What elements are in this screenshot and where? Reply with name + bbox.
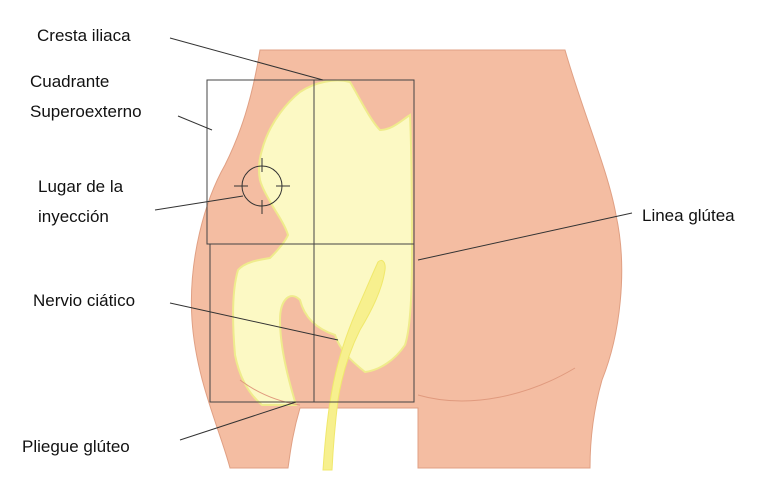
gluteal-fold-curve (239, 379, 301, 406)
leader-lugar-inyeccion (154, 195, 244, 211)
leader-lines (154, 37, 633, 441)
label-linea-glutea: Linea glútea (642, 206, 735, 225)
leader-cuadrante (177, 115, 213, 131)
leader-linea-glutea (417, 212, 633, 261)
leader-nervio-ciatico (169, 302, 339, 341)
label-pliegue-gluteo: Pliegue glúteo (22, 437, 130, 456)
label-nervio-ciatico: Nervio ciático (33, 291, 135, 310)
gluteal-line-curve (417, 367, 576, 402)
pelvic-bone (232, 79, 414, 406)
quadrant-grid (206, 79, 415, 403)
injection-target-icon (234, 158, 290, 214)
label-cresta-iliaca: Cresta iliaca (37, 26, 131, 45)
label-cuadrante-line1: Cuadrante (30, 72, 109, 91)
leader-pliegue-gluteo (179, 401, 297, 441)
label-lugar-line1: Lugar de la (38, 177, 124, 196)
leader-cresta-iliaca (169, 37, 324, 81)
sciatic-nerve (322, 259, 386, 471)
label-cuadrante-line2: Superoexterno (30, 102, 142, 121)
label-lugar-line2: inyección (38, 207, 109, 226)
